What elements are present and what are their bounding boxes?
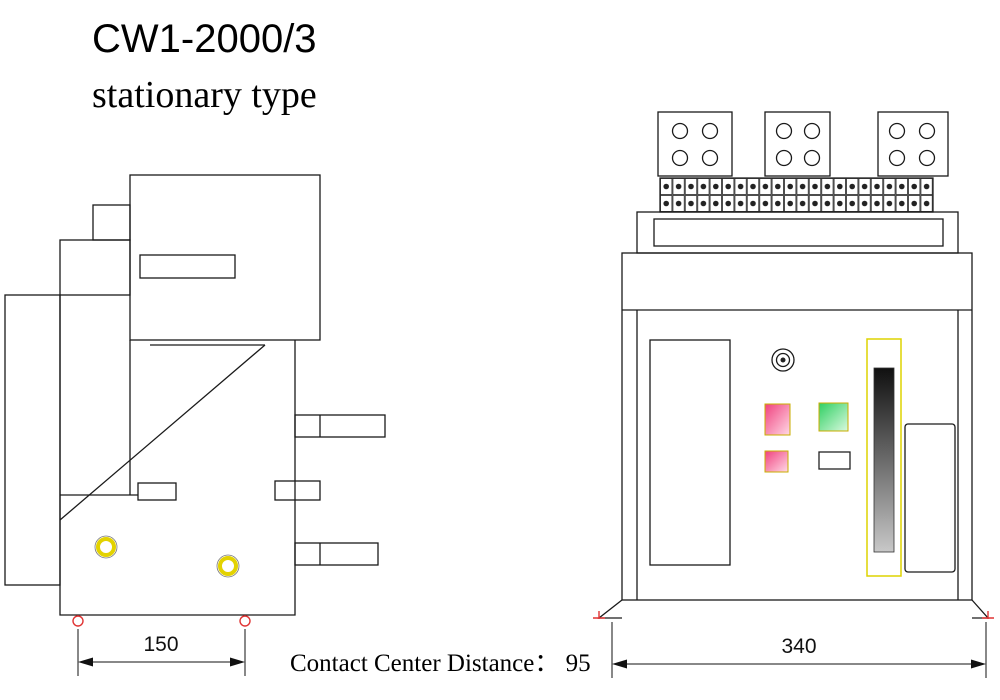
off-button-small (764, 450, 789, 473)
foot-markers (593, 611, 994, 619)
charge-socket-outer (771, 348, 795, 372)
front-panel (649, 338, 956, 577)
terminal-pad (764, 111, 831, 177)
flange-inner (653, 218, 944, 247)
mounting-hole-markers (72, 615, 251, 627)
step-block-large (59, 239, 131, 296)
terminal-pad (877, 111, 949, 177)
right-foot (971, 599, 990, 619)
front-dimension-label: 340 (781, 635, 816, 658)
off-button-large (764, 403, 791, 436)
page-subtitle: stationary type (92, 74, 317, 116)
indicator-lamp-ring (218, 556, 238, 576)
arc-chute-box (129, 174, 321, 341)
terminal-hole (775, 149, 793, 167)
on-button (818, 402, 849, 432)
page-title: CW1-2000/3 (92, 17, 317, 61)
terminal-hole (918, 122, 936, 140)
dimension-150: 150 (77, 629, 246, 676)
terminal-hole (701, 149, 719, 167)
mechanism-diagonal (59, 344, 266, 521)
handle-slot-frame (866, 338, 902, 577)
upper-terminal-tab (294, 414, 386, 438)
handle-slot-bar (873, 367, 895, 553)
side-dimension-label: 150 (143, 633, 178, 656)
flange-outer (636, 211, 959, 254)
counter-window (818, 451, 851, 470)
label-window (649, 339, 731, 566)
inner-top-rect (139, 254, 236, 279)
rear-column (4, 294, 61, 586)
top-flange (636, 211, 959, 254)
step-block-small (92, 204, 131, 241)
secondary-terminal-strip (659, 177, 934, 213)
dimension-340: 340 (611, 622, 987, 678)
arrowhead-left (78, 657, 93, 667)
mounting-hole-marker (72, 615, 84, 627)
terminal-pads (657, 111, 949, 177)
terminal-pad (657, 111, 733, 177)
terminal-hole (803, 149, 821, 167)
rating-plate (904, 423, 956, 573)
side-notch-rect (274, 480, 321, 501)
indicator-lamp-ring (96, 537, 116, 557)
terminal-hole (803, 122, 821, 140)
foot-marker (593, 611, 605, 619)
side-view: 150 (4, 174, 386, 676)
lower-terminal-tab (294, 542, 379, 566)
terminal-hole (671, 122, 689, 140)
front-body (593, 252, 994, 619)
terminal-hole (888, 122, 906, 140)
side-view-outline (4, 174, 386, 616)
arrowhead-right (971, 659, 986, 669)
arrowhead-left (612, 659, 627, 669)
terminal-hole (918, 149, 936, 167)
body-outline (621, 252, 973, 601)
charge-socket-center (780, 357, 786, 363)
mid-notch-rect (137, 482, 177, 501)
arrowhead-right (230, 657, 245, 667)
terminal-hole (775, 122, 793, 140)
charge-socket-middle (775, 352, 791, 368)
indicator-lamps (94, 535, 240, 578)
charge-socket (771, 348, 795, 372)
lower-body-outline (59, 295, 296, 616)
handle-slot (866, 338, 902, 577)
terminal-hole (888, 149, 906, 167)
foot-marker (982, 611, 994, 619)
left-foot (597, 599, 623, 619)
front-view: 340 (593, 111, 994, 678)
terminal-hole (671, 149, 689, 167)
contact-center-note: Contact Center Distance： 95 (290, 650, 591, 677)
mounting-hole-marker (239, 615, 251, 627)
terminal-hole (701, 122, 719, 140)
